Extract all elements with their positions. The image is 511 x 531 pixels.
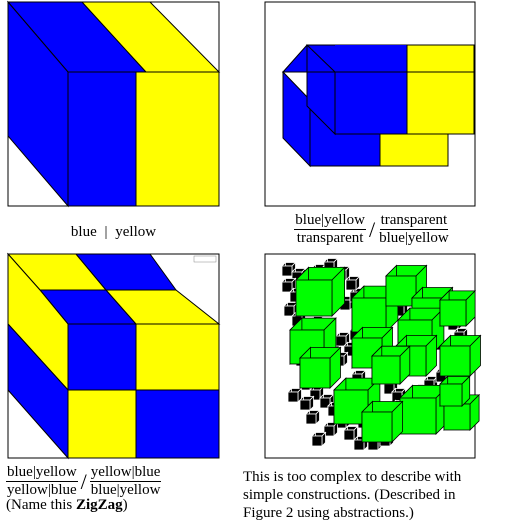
green-cube [361, 400, 404, 443]
caption-2-frac1-den: transparent [296, 230, 364, 246]
green-cube [439, 289, 477, 327]
black-mini-cube [323, 421, 339, 437]
green-cube [439, 375, 471, 407]
caption-3-frac1-num: blue|yellow [6, 464, 78, 482]
black-mini-cube [305, 409, 321, 425]
green-cube [299, 346, 342, 389]
caption-3-frac2-den: blue|yellow [90, 482, 161, 498]
upper-block-front-blue [334, 71, 408, 135]
green-cube [439, 334, 482, 377]
black-mini-cube [345, 275, 361, 291]
green-cube [371, 345, 411, 385]
caption-2-frac1-num: blue|yellow [294, 212, 366, 230]
cube-front-yellow [135, 71, 220, 207]
black-mini-cube [335, 331, 351, 347]
caption-1-sep: | [104, 224, 108, 240]
caption-3-frac1-den: yellow|blue [7, 482, 77, 498]
caption-3-fraction-1: blue|yellow yellow|blue [6, 464, 78, 499]
caption-4-line-2: simple constructions. (Described in [243, 487, 456, 503]
zigzag-front-yellow-tr [135, 323, 220, 391]
zigzag-front-blue-tl [67, 323, 137, 391]
caption-figure-4: This is too complex to describe with sim… [243, 468, 511, 522]
caption-3-slash: / [80, 469, 87, 494]
caption-figure-3: blue|yellow yellow|blue / yellow|blue bl… [6, 464, 236, 514]
lower-block-front-yellow [379, 133, 449, 167]
cube-front-blue [67, 71, 137, 207]
zigzag-small-label [193, 255, 217, 263]
upper-block-front-yellow [406, 71, 475, 135]
caption-2-frac2-num: transparent [379, 212, 449, 230]
upper-block-side-blue [306, 43, 336, 136]
black-mini-cube [299, 395, 315, 411]
zigzag-front-blue-br [135, 389, 220, 459]
caption-2-fraction-2: transparent blue|yellow [378, 212, 450, 247]
caption-3-name-line: (Name this ZigZag) [6, 497, 236, 514]
upper-block-top-blue-2 [307, 45, 407, 72]
black-mini-cube [287, 387, 303, 403]
zigzag-front-yellow-bl [67, 389, 137, 459]
caption-3-name-bold: ZigZag [75, 497, 123, 513]
caption-2-slash: / [368, 217, 376, 242]
caption-3-name-suffix: ) [122, 497, 128, 513]
caption-1-left: blue [70, 224, 97, 240]
caption-figure-1: blue | yellow [8, 224, 219, 241]
green-cube [399, 384, 450, 435]
caption-2-frac2-den: blue|yellow [379, 230, 449, 246]
black-mini-cube [311, 431, 327, 447]
figure-2-frame [264, 1, 476, 207]
caption-3-fraction-2: yellow|blue blue|yellow [89, 464, 162, 499]
caption-2-fraction-1: blue|yellow transparent [294, 212, 366, 247]
caption-4-line-3: Figure 2 using abstractions.) [243, 505, 414, 521]
caption-figure-2: blue|yellow transparent / transparent bl… [262, 212, 482, 247]
green-cube [295, 266, 346, 317]
lattice-cubes [281, 257, 482, 451]
caption-3-name-prefix: (Name this [6, 497, 76, 513]
caption-3-frac2-num: yellow|blue [89, 464, 162, 482]
caption-1-right: yellow [115, 224, 157, 240]
caption-4-line-1: This is too complex to describe with [243, 469, 462, 485]
